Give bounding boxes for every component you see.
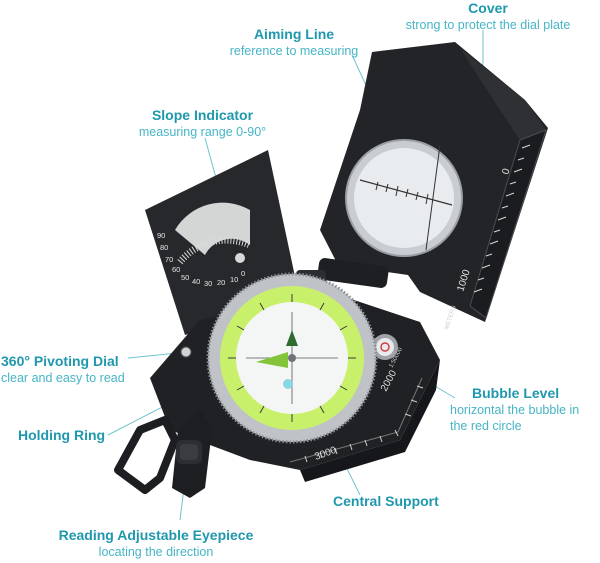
clino-60: 60	[172, 265, 180, 274]
holding-ring-title: Holding Ring	[18, 427, 106, 443]
callout-pivoting-dial: 360° Pivoting Dial clear and easy to rea…	[1, 353, 125, 386]
slope-indicator-subtitle: measuring range 0-90°	[138, 125, 267, 139]
bubble-level-subtitle-2: the red circle	[450, 419, 522, 433]
clino-0: 0	[241, 269, 245, 278]
slope-indicator-title: Slope Indicator	[151, 107, 254, 123]
aiming-line-title: Aiming Line	[253, 26, 335, 42]
pivot-stud	[180, 346, 192, 358]
central-support-title: Central Support	[333, 493, 439, 509]
pivoting-dial-subtitle: clear and easy to read	[1, 371, 125, 385]
leader-cover	[481, 30, 484, 71]
dial-needle-green	[256, 352, 288, 368]
aiming-line-subtitle: reference to measuring	[229, 44, 359, 58]
clino-40: 40	[192, 277, 200, 286]
clino-80: 80	[160, 243, 168, 252]
bubble-level-vial	[372, 334, 398, 360]
callout-slope-indicator: Slope Indicator measuring range 0-90°	[120, 107, 285, 140]
clino-30: 30	[204, 279, 212, 288]
aiming-hairline	[359, 179, 453, 206]
clinometer-numbers: 90 80 70 60 50 40 30 20 10 0	[157, 231, 245, 288]
callout-central-support: Central Support	[333, 493, 439, 510]
dial-north-arrow	[286, 330, 298, 346]
clino-10: 10	[230, 275, 238, 284]
cover-title: Cover	[468, 0, 508, 16]
leader-dial	[127, 352, 179, 359]
eyepiece-assembly	[114, 410, 212, 498]
clino-20: 20	[217, 278, 225, 287]
bubble-level-title: Bubble Level	[472, 385, 560, 401]
bubble-level-subtitle-1: horizontal the bubble in	[450, 403, 580, 417]
callout-bubble-level: Bubble Level horizontal the bubble in th…	[450, 385, 579, 434]
dial-ticks	[228, 294, 356, 422]
eyepiece-subtitle: locating the direction	[98, 545, 214, 559]
cover-scale-0: 0	[500, 167, 512, 176]
clino-70: 70	[165, 255, 173, 264]
base-ruler-ticks	[304, 385, 424, 463]
cover-lid	[320, 42, 548, 322]
eyepiece-title: Reading Adjustable Eyepiece	[58, 527, 254, 543]
cover-ruler-ticks	[473, 144, 531, 293]
callout-cover: Cover strong to protect the dial plate	[388, 0, 588, 33]
callout-eyepiece: Reading Adjustable Eyepiece locating the…	[40, 527, 272, 560]
cover-unit: METERS	[444, 305, 457, 331]
compass-dial	[206, 272, 378, 444]
pivoting-dial-title: 360° Pivoting Dial	[1, 353, 119, 369]
cover-subtitle: strong to protect the dial plate	[405, 18, 571, 32]
callout-aiming-line: Aiming Line reference to measuring	[214, 26, 374, 59]
clino-50: 50	[181, 273, 189, 282]
callout-holding-ring: Holding Ring	[18, 427, 105, 444]
clino-90: 90	[157, 231, 165, 240]
